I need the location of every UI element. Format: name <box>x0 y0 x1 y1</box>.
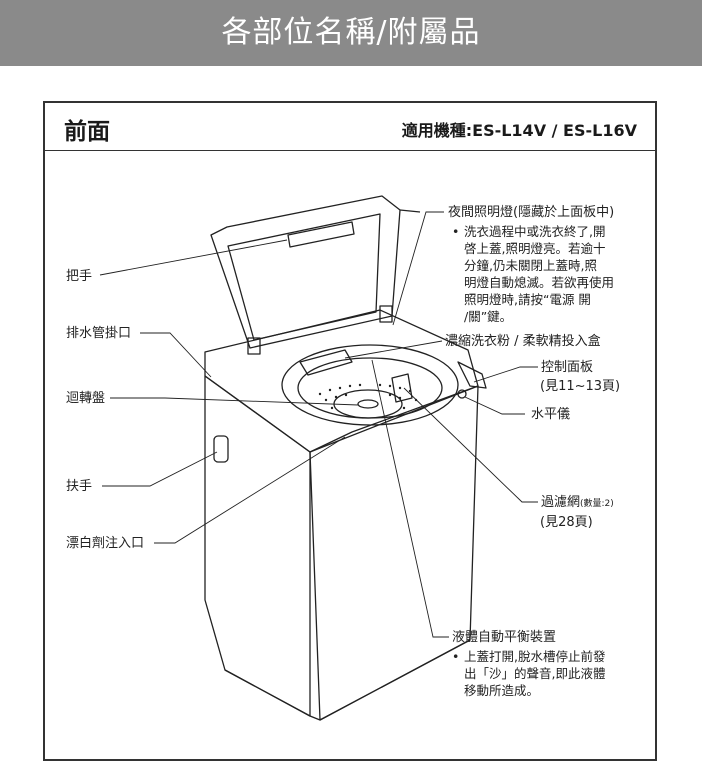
lid-inner <box>227 213 381 341</box>
cabinet-base <box>224 639 471 721</box>
note-line: 出「沙」的聲音,即此液體 <box>464 666 606 681</box>
label-pulsator: 迴轉盤 <box>66 391 106 406</box>
hinge-left <box>247 337 261 355</box>
pulsator-disc <box>333 389 403 419</box>
leader-grip <box>102 451 218 487</box>
leader-level-gauge <box>464 396 525 415</box>
label-lint-filter-ref: (見28頁) <box>540 515 593 530</box>
label-lint-filter: 過濾網(數量:2) <box>541 494 614 513</box>
label-grip: 扶手 <box>66 479 93 494</box>
panel-header: 前面 適用機種:ES-L14V / ES-L16V <box>45 103 655 151</box>
lint-filter-shape <box>391 373 413 403</box>
section-title: 前面 <box>64 119 110 145</box>
cabinet-front-right <box>309 385 479 721</box>
leader-bleach <box>154 436 346 544</box>
hinge-right <box>379 305 393 323</box>
bullet: • <box>452 649 460 664</box>
note-line: 照明燈時,請按“電源 開 <box>464 292 591 307</box>
tub-opening <box>281 344 459 426</box>
note-line: 洗衣過程中或洗衣終了,開 <box>464 224 606 239</box>
side-grip <box>213 435 229 463</box>
label-handle: 把手 <box>66 269 93 284</box>
model-label: 適用機種:ES-L14V / ES-L16V <box>401 121 637 140</box>
leader-drain-hook <box>140 332 212 378</box>
label-balancer: 液體自動平衡裝置 <box>452 630 557 645</box>
note-balancer: • 上蓋打開,脫水槽停止前發 出「沙」的聲音,即此液體 移動所造成。 <box>452 648 654 699</box>
label-level-gauge: 水平儀 <box>531 407 571 422</box>
label-control-panel: 控制面板 <box>541 360 594 375</box>
note-line: 明燈自動熄滅。若欲再使用 <box>464 275 615 290</box>
label-drain-hook: 排水管掛口 <box>66 326 132 341</box>
cabinet-front-left <box>204 375 311 717</box>
note-line: 上蓋打開,脫水槽停止前發 <box>464 649 606 664</box>
note-line: /關”鍵。 <box>464 309 513 324</box>
detergent-drawer <box>299 349 353 376</box>
leader-night-light <box>392 211 444 326</box>
page-title: 各部位名稱/附屬品 <box>221 15 481 50</box>
bullet: • <box>452 224 460 239</box>
note-line: 分鐘,仍未關閉上蓋時,照 <box>464 258 597 273</box>
label-detergent-box: 濃縮洗衣粉 / 柔軟精投入盒 <box>445 334 601 349</box>
leader-detergent <box>344 340 443 359</box>
lint-filter-qty: (數量:2) <box>580 499 614 509</box>
leader-balancer <box>371 359 449 638</box>
pulsator-hub <box>357 399 379 409</box>
leader-control-panel <box>473 366 538 383</box>
note-line: 移動所造成。 <box>464 683 540 698</box>
top-panel <box>204 309 479 453</box>
lid-edge <box>399 209 421 213</box>
page-banner: 各部位名稱/附屬品 <box>0 0 702 66</box>
label-control-panel-ref: (見11~13頁) <box>540 379 621 394</box>
control-panel-strip <box>457 361 487 389</box>
label-bleach-inlet: 漂白劑注入口 <box>66 536 145 551</box>
note-night-light: • 洗衣過程中或洗衣終了,開 啓上蓋,照明燈亮。若逾十 分鐘,仍未關閉上蓋時,照… <box>452 223 654 325</box>
note-line: 啓上蓋,照明燈亮。若逾十 <box>464 241 606 256</box>
lid-handle <box>287 221 355 248</box>
leader-handle <box>99 239 288 276</box>
tub-holes <box>318 383 418 410</box>
lid-outer <box>210 195 401 349</box>
leader-pulsator <box>110 397 359 406</box>
label-night-light: 夜間照明燈(隱藏於上面板中) <box>448 205 615 220</box>
lint-filter-text: 過濾網 <box>541 495 581 510</box>
leader-lint-filter <box>403 387 538 503</box>
